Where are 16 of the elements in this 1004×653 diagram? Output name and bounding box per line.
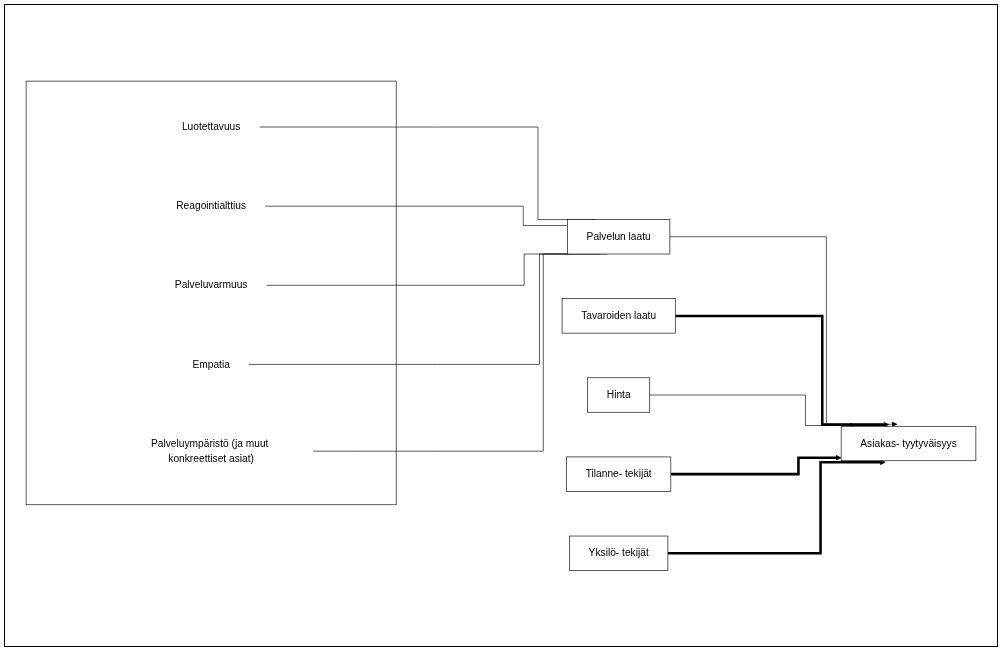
arrow <box>670 454 842 476</box>
cluster <box>25 80 397 505</box>
connector <box>264 205 568 226</box>
arrow <box>675 314 890 428</box>
node-box: Tilanne- tekijät <box>566 456 672 492</box>
node-text: Reagointialttius <box>176 200 247 211</box>
node-box: Tavaroiden laatu <box>561 298 676 334</box>
node-box: Palvelun laatu <box>567 218 671 255</box>
node-box: Hinta <box>587 377 651 413</box>
arrow <box>667 459 886 555</box>
node-text: Palveluvarmuus <box>174 279 248 291</box>
node-text: Palveluympäristö (ja muut konkreettiset asiat) <box>151 437 269 464</box>
node-text: Empatia <box>192 358 230 370</box>
node-text: Luotettavuus <box>181 121 241 132</box>
node-box: Yksilö- tekijät <box>569 535 669 571</box>
node-box: Asiakas- tyytyväisyys <box>840 425 977 461</box>
